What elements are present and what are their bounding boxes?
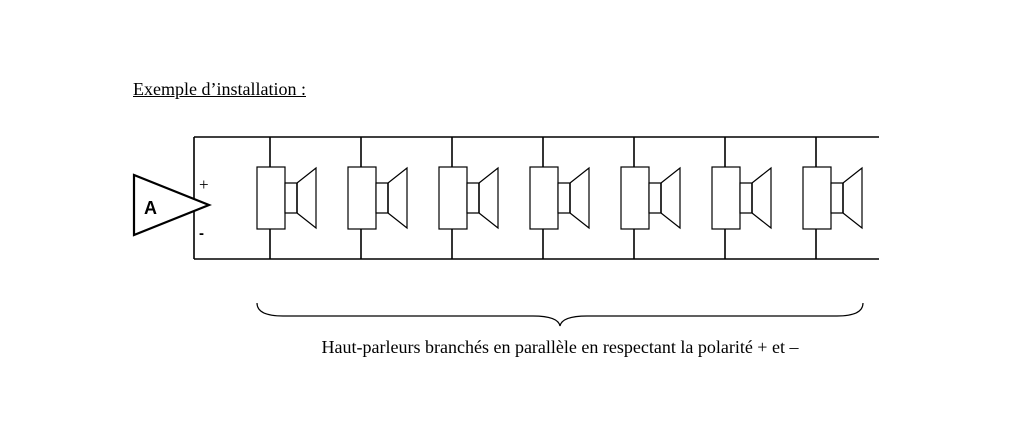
positive-terminal-label: +: [199, 175, 209, 194]
speaker-cone-icon: [830, 166, 863, 230]
curly-brace-icon: [256, 302, 864, 327]
speaker-magnet-box: [711, 166, 741, 230]
speaker: [711, 137, 772, 259]
speaker-magnet-box: [620, 166, 650, 230]
speaker: [802, 137, 863, 259]
diagram-title: Exemple d’installation :: [133, 79, 306, 99]
diagram-caption: Haut-parleurs branchés en parallèle en r…: [321, 337, 799, 357]
speaker-group: [256, 137, 863, 259]
amplifier-label: A: [144, 198, 157, 218]
speaker-cone-icon: [739, 166, 772, 230]
speaker-magnet-box: [347, 166, 377, 230]
speaker-magnet-box: [529, 166, 559, 230]
speaker-magnet-box: [256, 166, 286, 230]
speaker-cone-icon: [648, 166, 681, 230]
speaker-cone-icon: [466, 166, 499, 230]
negative-terminal-label: -: [199, 225, 204, 242]
speaker-magnet-box: [438, 166, 468, 230]
speaker: [438, 137, 499, 259]
amplifier-triangle-icon: [132, 173, 212, 237]
speaker-cone-icon: [557, 166, 590, 230]
speaker: [256, 137, 317, 259]
speaker: [529, 137, 590, 259]
speaker-cone-icon: [375, 166, 408, 230]
speaker-magnet-box: [802, 166, 832, 230]
speaker: [347, 137, 408, 259]
speaker: [620, 137, 681, 259]
amplifier: A: [132, 173, 212, 237]
speaker-cone-icon: [284, 166, 317, 230]
